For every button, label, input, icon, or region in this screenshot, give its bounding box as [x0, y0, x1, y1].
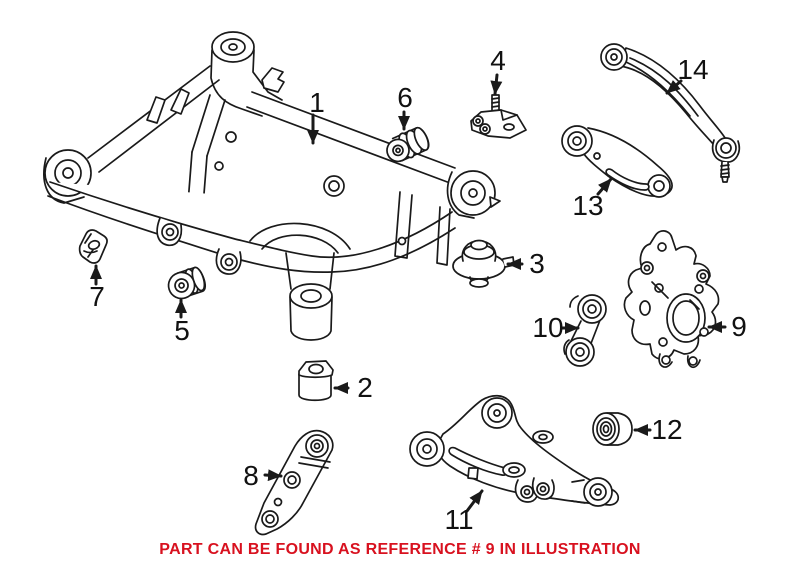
torque-arm-illustration: [256, 431, 333, 535]
callout-14-label: 14: [677, 54, 709, 85]
clip-illustration: [80, 230, 107, 263]
stud-bracket-illustration: [471, 95, 526, 138]
callout-8-arrow: [265, 469, 281, 482]
figure-caption: PART CAN BE FOUND AS REFERENCE # 9 IN IL…: [159, 541, 641, 558]
callout-6-label: 6: [397, 82, 413, 113]
callout-13-label: 13: [572, 190, 604, 221]
knuckle-illustration: [624, 231, 718, 367]
upper-arm-rear-illustration: [601, 44, 739, 182]
lower-arm-illustration: [410, 396, 618, 506]
link-illustration: [564, 295, 606, 366]
callout-5-label: 5: [174, 315, 190, 346]
callout-13-arrow: [598, 179, 611, 194]
callout-4-label: 4: [490, 45, 506, 76]
stop-bushing-illustration: [299, 361, 333, 400]
callout-14-arrow: [667, 81, 681, 93]
callout-9-label: 9: [731, 311, 747, 342]
callout-4-arrow: [490, 75, 503, 94]
callout-11-label: 11: [444, 504, 474, 535]
callout-3-label: 3: [529, 248, 545, 279]
callout-11-arrow: [467, 491, 482, 511]
ribbed-bushing-6-illustration: [382, 125, 432, 166]
callout-2-label: 2: [357, 372, 373, 403]
callout-10-label: 10: [532, 312, 564, 343]
subframe-illustration: [44, 32, 500, 340]
barrel-bushing-illustration: [593, 413, 632, 445]
mount-bushing-illustration: [453, 241, 514, 288]
callout-1-label: 1: [309, 87, 325, 118]
upper-arm-front-illustration: [562, 126, 672, 197]
callout-12-label: 12: [651, 414, 683, 445]
callout-7-label: 7: [89, 281, 105, 312]
ribbed-bushing-5-illustration: [165, 265, 208, 301]
callout-8-label: 8: [243, 460, 259, 491]
